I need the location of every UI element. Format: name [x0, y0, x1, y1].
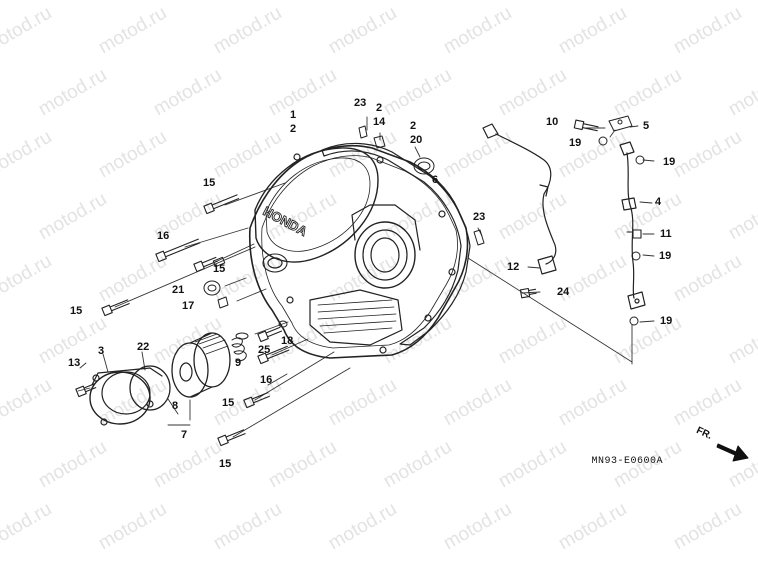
part-callout-number: 6: [432, 174, 439, 186]
part-callout-number: 9: [235, 357, 242, 369]
part-callout-number: 12: [507, 261, 520, 273]
part-callout-number: 7: [181, 429, 188, 441]
part-callout-number: 2: [376, 102, 383, 114]
front-direction-arrow: [716, 443, 749, 462]
part-callout-number: 2: [290, 123, 297, 135]
part-callout-number: 23: [354, 97, 367, 109]
filter-spring: [231, 332, 249, 362]
part-callout-number: 15: [70, 305, 83, 317]
cover-gasket: [321, 142, 471, 346]
part-callout-number: 18: [281, 335, 294, 347]
oil-filter-cover: [89, 367, 163, 426]
part-callout-number: 19: [659, 250, 672, 262]
part-callout-number: 19: [569, 137, 582, 149]
diagram-code: MN93-E0600A: [591, 456, 663, 467]
part-callout-number: 23: [473, 211, 486, 223]
part-callout-number: 16: [157, 230, 170, 242]
part-callout-number: 3: [98, 345, 105, 357]
part-callout-number: 24: [557, 286, 570, 298]
leader-lines: [77, 116, 655, 438]
part-callout-number: 2: [410, 120, 417, 132]
part-callout-number: 15: [213, 263, 226, 275]
part-callout-number: 15: [222, 397, 235, 409]
part-callout-number: 4: [655, 196, 662, 208]
oil-filter-element: [171, 332, 231, 398]
part-callout-number: 8: [172, 400, 179, 412]
part-callout-number: 21: [172, 284, 185, 296]
part-callout-number: 14: [373, 116, 386, 128]
part-callout-number: 10: [546, 116, 559, 128]
part-callout-number: 20: [410, 134, 423, 146]
part-callout-number: 22: [137, 341, 150, 353]
part-callout-number: 1: [290, 109, 297, 121]
o-ring: [129, 365, 171, 411]
part-callout-number: 13: [68, 357, 81, 369]
part-callout-number: 16: [260, 374, 273, 386]
part-callout-number: 19: [660, 315, 673, 327]
sensor-wiring: [482, 123, 646, 310]
part-callout-number: 19: [663, 156, 676, 168]
part-callout-number: 5: [643, 120, 650, 132]
part-callout-number: 15: [219, 458, 232, 470]
part-callout-number: 15: [203, 177, 216, 189]
part-callout-number: 17: [182, 300, 195, 312]
part-callout-number: 11: [660, 228, 672, 240]
part-callout-number: 25: [258, 344, 271, 356]
small-parts: [203, 115, 645, 328]
